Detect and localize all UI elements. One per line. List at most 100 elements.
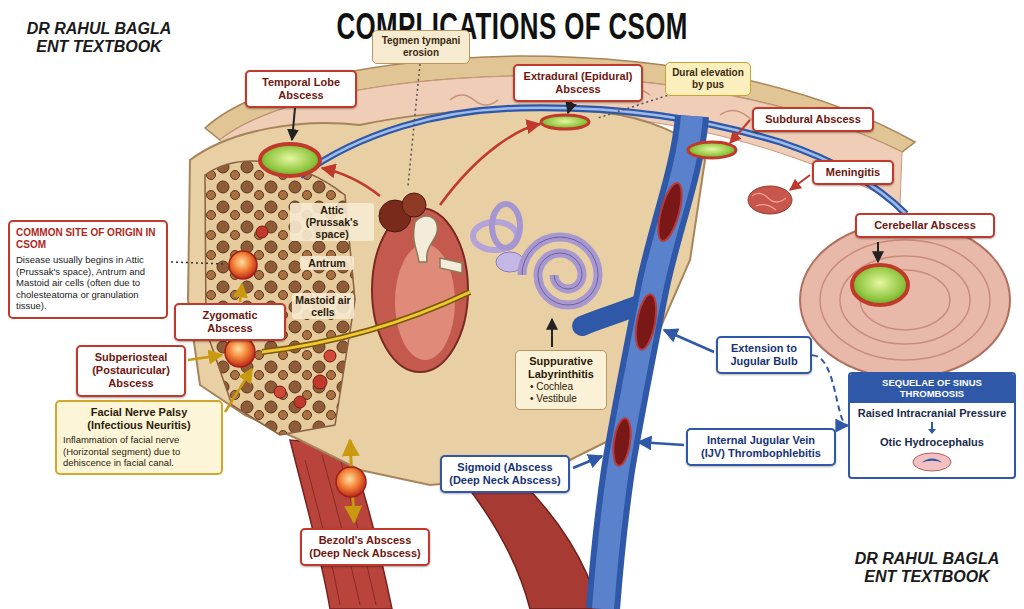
- cerebellum: [800, 222, 1010, 378]
- box-heading: COMMON SITE OF ORIGIN IN CSOM: [16, 227, 160, 251]
- sinus-lumen: [603, 116, 692, 609]
- middle-ear-cavity: [372, 208, 468, 372]
- subdural-abscess: [688, 142, 736, 158]
- extradural-abscess: [541, 115, 589, 129]
- box-heading: Subdural Abscess: [760, 113, 866, 126]
- neck-muscle: [470, 480, 600, 609]
- infected-cell: [313, 375, 327, 389]
- temporal-bone: [188, 109, 705, 485]
- leader-line: [188, 355, 222, 360]
- complication-box: Extradural (Epidural) Abscess: [513, 64, 643, 102]
- brain-outline: [913, 453, 951, 471]
- box-heading: Extradural (Epidural) Abscess: [521, 70, 635, 96]
- thrombus: [611, 417, 634, 467]
- box-heading: Meningitis: [820, 166, 886, 179]
- body-text: Raised Intracranial Pressure: [850, 407, 1014, 420]
- complication-box: Temporal Lobe Abscess: [245, 70, 357, 108]
- leader-line: [551, 319, 553, 347]
- box-heading: Zygomatic Abscess: [182, 309, 278, 335]
- leader-line: [730, 120, 750, 143]
- zygomatic-abscess: [229, 251, 257, 279]
- complication-box: Zygomatic Abscess: [174, 303, 286, 341]
- watermark-label: DR RAHUL BAGLA ENT TEXTBOOK: [846, 550, 1008, 585]
- info-panel: COMMON SITE OF ORIGIN IN CSOM Disease usu…: [8, 220, 168, 319]
- cerebellar-folia: [820, 240, 990, 360]
- leader-line: [171, 262, 226, 264]
- part-label: Antrum: [300, 256, 354, 270]
- complication-box: Meningitis: [812, 160, 894, 185]
- infected-cell: [294, 396, 306, 408]
- down-arrow-head: [928, 429, 936, 434]
- box-heading: Suppurative Labyrinthitis: [522, 355, 600, 381]
- bezold-abscess: [336, 467, 366, 497]
- vascular-box: Sigmoid (Abscess (Deep Neck Abscess): [440, 455, 570, 493]
- box-heading: Internal Jugular Vein (IJV) Thrombophleb…: [694, 434, 828, 460]
- complication-box: Subdural Abscess: [752, 107, 874, 132]
- vascular-box: Extension to Jugular Bulb: [716, 336, 812, 374]
- dashed-connector: [812, 355, 848, 425]
- box-heading: Sigmoid (Abscess (Deep Neck Abscess): [448, 461, 562, 487]
- complication-box: Bezold's Abscess (Deep Neck Abscess): [300, 528, 430, 566]
- facial-nerve-core: [262, 292, 470, 352]
- leader-line: [292, 108, 295, 140]
- subperiosteal-abscess: [225, 337, 255, 367]
- complication-box: Suppurative Labyrinthitis• Cochlea• Vest…: [515, 350, 607, 410]
- list-item: • Vestibule: [522, 393, 600, 405]
- meningitis-vessels: [752, 193, 786, 210]
- leader-line: [225, 369, 252, 412]
- box-heading: Dural elevation by pus: [672, 67, 744, 91]
- ossicles: [414, 216, 438, 262]
- leader-line: [573, 456, 602, 468]
- box-heading: Facial Nerve Palsy (Infectious Neuritis): [63, 406, 215, 432]
- box-heading: Temporal Lobe Abscess: [253, 76, 349, 102]
- cochlea: [522, 237, 598, 305]
- dura-mater: [300, 108, 906, 214]
- note-box: Dural elevation by pus: [665, 62, 751, 96]
- body-text: Disease usually begins in Attic (Prussak…: [16, 254, 160, 312]
- leader-line: [322, 168, 380, 196]
- leader-line: [664, 330, 714, 352]
- infected-cell: [324, 350, 336, 362]
- leader-line: [408, 64, 420, 186]
- box-heading: Tegmen tympani erosion: [379, 35, 463, 59]
- brain-icon: [910, 450, 954, 472]
- cochlea-edge: [522, 237, 598, 305]
- complication-box: Subperiosteal (Postauricular) Abscess: [76, 345, 186, 397]
- watermark-label: DR RAHUL BAGLA ENT TEXTBOOK: [18, 20, 180, 55]
- box-heading: Cerebellar Abscess: [863, 219, 987, 232]
- stapes: [440, 258, 462, 273]
- leader-line: [790, 175, 810, 190]
- box-heading: Bezold's Abscess (Deep Neck Abscess): [308, 534, 422, 560]
- thrombus: [632, 293, 659, 351]
- temporal-lobe-abscess: [260, 144, 320, 176]
- infected-cell: [274, 386, 286, 398]
- down-arrow: [925, 421, 939, 435]
- leader-line: [638, 442, 684, 445]
- complication-box: Cerebellar Abscess: [855, 213, 995, 238]
- meningitis-patch: [748, 186, 792, 214]
- infected-cell: [256, 226, 268, 238]
- box-heading: Subperiosteal (Postauricular) Abscess: [84, 351, 178, 391]
- body-text: Otic Hydrocephalus: [850, 436, 1014, 449]
- info-panel: Facial Nerve Palsy (Infectious Neuritis)…: [55, 400, 223, 475]
- dura-highlight: [300, 108, 906, 214]
- thrombus: [654, 181, 687, 244]
- vascular-box: Internal Jugular Vein (IJV) Thrombophleb…: [686, 428, 836, 466]
- sequelae-panel: SEQUELAE OF SINUS THROMBOSIS Raised Intra…: [848, 372, 1016, 479]
- facial-nerve: [262, 292, 470, 352]
- leader-line: [877, 242, 879, 262]
- leader-line: [440, 124, 540, 205]
- cerebellar-abscess: [852, 265, 908, 305]
- leader-line: [240, 284, 242, 302]
- part-label: Mastoid air cells: [292, 293, 354, 319]
- cholesteatoma: [402, 193, 426, 217]
- box-heading: Extension to Jugular Bulb: [724, 342, 804, 368]
- ventricle: [922, 459, 942, 464]
- body-text: Inflammation of facial nerve (Horizontal…: [63, 434, 215, 468]
- note-box: Tegmen tympani erosion: [372, 30, 470, 64]
- box-heading: SEQUELAE OF SINUS THROMBOSIS: [850, 374, 1014, 403]
- sigmoid-sinus: [603, 116, 692, 609]
- part-label: Attic (Prussak's space): [290, 203, 374, 241]
- diagram-title: COMPLICATIONS OF CSOM: [143, 6, 880, 48]
